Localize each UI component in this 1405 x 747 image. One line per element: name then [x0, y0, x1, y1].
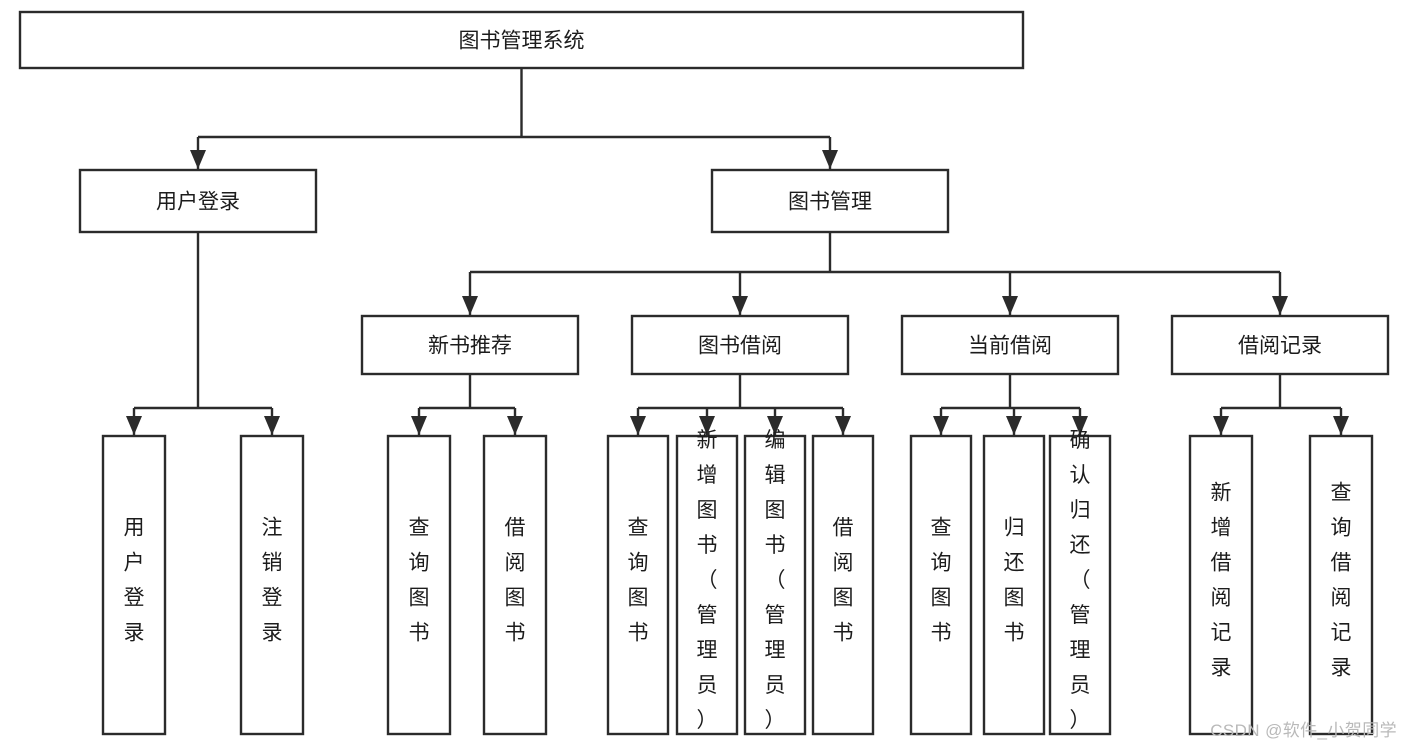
node-label: 注销登录: [262, 517, 283, 645]
arrow-head-icon: [732, 296, 748, 315]
arrow-head-icon: [1006, 416, 1022, 435]
node-add-book-admin[interactable]: 新增图书（管理员）: [675, 429, 739, 736]
arrow-head-icon: [1272, 296, 1288, 315]
node-label: 借阅图书: [505, 517, 526, 645]
node-user-login[interactable]: 用户登录: [78, 168, 318, 234]
node-add-borrow-record[interactable]: 新增借阅记录: [1188, 434, 1254, 736]
arrow-head-icon: [933, 416, 949, 435]
arrow-head-icon: [1072, 416, 1088, 435]
node-edit-book-admin[interactable]: 编辑图书（管理员）: [743, 429, 807, 736]
node-label: 新增图书（管理员）: [697, 429, 718, 732]
node-label: 新书推荐: [428, 335, 512, 358]
arrow-head-icon: [767, 416, 783, 435]
arrow-head-icon: [264, 416, 280, 435]
arrow-head-icon: [411, 416, 427, 435]
node-label: 查询图书: [628, 517, 649, 645]
node-label: 查询借阅记录: [1331, 482, 1352, 680]
node-user-login-action[interactable]: 用户登录: [101, 434, 167, 736]
node-label: 当前借阅: [968, 335, 1052, 358]
arrow-head-icon: [126, 416, 142, 435]
arrow-head-icon: [462, 296, 478, 315]
node-borrow-book-2[interactable]: 借阅图书: [811, 434, 875, 736]
csdn-watermark: CSDN @软件_小贺同学: [1210, 721, 1397, 740]
node-label: 查询图书: [931, 517, 952, 645]
node-query-book-2[interactable]: 查询图书: [606, 434, 670, 736]
node-label: 用户登录: [124, 517, 145, 645]
node-user-logout-action[interactable]: 注销登录: [239, 434, 305, 736]
node-query-book-1[interactable]: 查询图书: [386, 434, 452, 736]
arrow-head-icon: [507, 416, 523, 435]
arrow-head-icon: [822, 150, 838, 169]
node-query-borrow-record[interactable]: 查询借阅记录: [1308, 434, 1374, 736]
node-label: 图书管理: [788, 191, 872, 214]
arrow-head-icon: [1213, 416, 1229, 435]
node-return-book[interactable]: 归还图书: [982, 434, 1046, 736]
arrow-head-icon: [1002, 296, 1018, 315]
node-label: 借阅记录: [1238, 335, 1322, 358]
node-label: 图书借阅: [698, 335, 782, 358]
node-label: 归还图书: [1004, 517, 1025, 645]
node-query-book-3[interactable]: 查询图书: [909, 434, 973, 736]
node-label: 图书管理系统: [459, 30, 585, 53]
node-label: 用户登录: [156, 191, 240, 214]
node-label: 借阅图书: [833, 517, 854, 645]
node-current-borrow[interactable]: 当前借阅: [900, 314, 1120, 376]
arrow-head-icon: [190, 150, 206, 169]
node-book-borrow[interactable]: 图书借阅: [630, 314, 850, 376]
node-borrow-records[interactable]: 借阅记录: [1170, 314, 1390, 376]
node-confirm-return-admin[interactable]: 确认归还（管理员）: [1048, 429, 1112, 736]
node-label: 编辑图书（管理员）: [765, 429, 786, 732]
node-borrow-book-1[interactable]: 借阅图书: [482, 434, 548, 736]
arrow-head-icon: [699, 416, 715, 435]
arrow-head-icon: [835, 416, 851, 435]
node-label: 查询图书: [409, 517, 430, 645]
node-label: 新增借阅记录: [1211, 482, 1232, 680]
arrow-head-icon: [1333, 416, 1349, 435]
node-book-management[interactable]: 图书管理: [710, 168, 950, 234]
node-root-title[interactable]: 图书管理系统: [18, 10, 1025, 70]
node-new-book-recommend[interactable]: 新书推荐: [360, 314, 580, 376]
arrow-head-icon: [630, 416, 646, 435]
node-label: 确认归还（管理员）: [1070, 429, 1091, 732]
